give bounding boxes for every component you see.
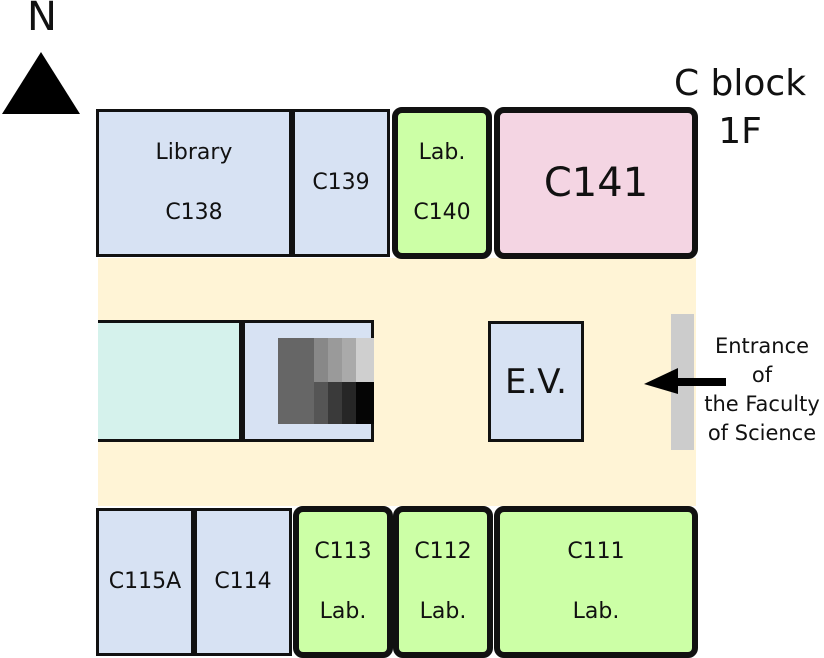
room-c112-lab[interactable]: C112 Lab. <box>393 506 493 658</box>
entrance-label: Entrance of the Faculty of Science <box>696 332 824 448</box>
entrance-line-1: Entrance <box>714 334 810 358</box>
room-name: Lab. <box>419 599 467 624</box>
room-name: Lab. <box>418 140 466 165</box>
room-name: Library <box>155 140 233 165</box>
room-name: Lab. <box>319 599 367 624</box>
room-number: C114 <box>214 569 272 594</box>
room-name: Lab. <box>572 599 620 624</box>
room-c115a[interactable]: C115A <box>96 508 194 656</box>
elevator-label: E.V. <box>505 361 567 402</box>
block-title: C block 1F <box>640 60 824 156</box>
room-number: C115A <box>108 569 182 594</box>
staircase-icon <box>278 338 374 424</box>
room-number: C139 <box>312 170 370 195</box>
room-number: C141 <box>543 160 649 206</box>
room-number: C111 <box>567 539 625 564</box>
room-number: C138 <box>165 200 223 225</box>
block-floor: 1F <box>718 111 762 152</box>
north-label: N <box>27 0 57 40</box>
room-c139[interactable]: C139 <box>292 109 390 257</box>
entrance-arrow-icon <box>644 368 726 394</box>
room-c141[interactable]: C141 <box>494 107 698 259</box>
room-c111-lab[interactable]: C111 Lab. <box>494 506 698 658</box>
entrance-line-2: of <box>751 363 773 387</box>
elevator[interactable]: E.V. <box>488 321 584 442</box>
north-arrow-icon <box>2 52 80 114</box>
room-c113-lab[interactable]: C113 Lab. <box>293 506 393 658</box>
room-number: C113 <box>314 539 372 564</box>
entrance-line-3: the Faculty <box>704 392 820 416</box>
room-number: C112 <box>414 539 472 564</box>
block-title-name: C block <box>673 63 807 104</box>
room-library-c138[interactable]: Library C138 <box>96 109 292 257</box>
teal-area-outline <box>98 320 242 442</box>
room-c114[interactable]: C114 <box>194 508 292 656</box>
entrance-line-4: of Science <box>707 421 817 445</box>
teal-area <box>98 322 242 440</box>
room-number: C140 <box>413 200 471 225</box>
room-c140-lab[interactable]: Lab. C140 <box>392 107 492 259</box>
